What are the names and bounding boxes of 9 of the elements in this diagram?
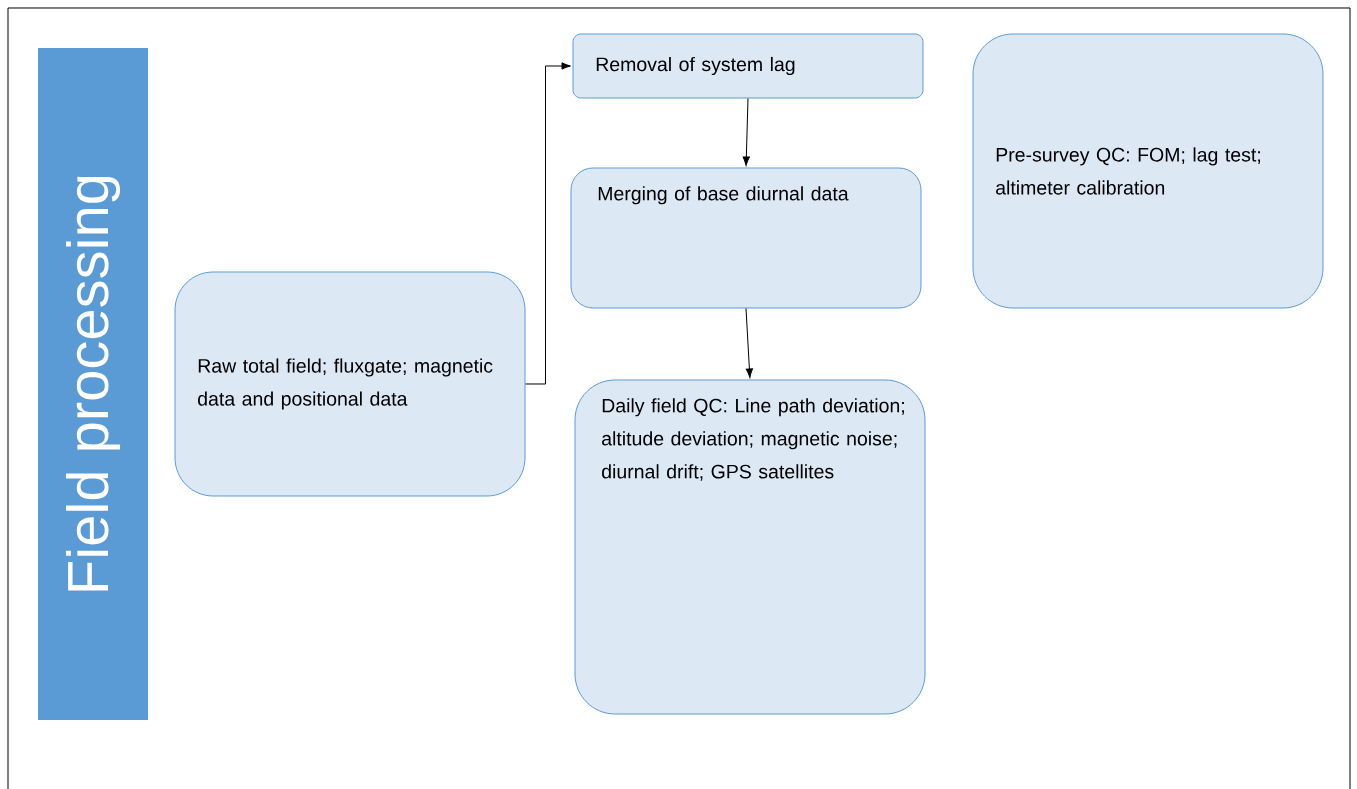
process-box: Merging of base diurnal data [570,167,922,309]
process-box: Raw total field; fluxgate; magnetic data and positional data [174,271,526,497]
arrow [742,98,750,166]
title-band: Field processing [38,48,148,720]
process-box: Removal of system lag [572,33,924,99]
process-box: Pre-survey QC: FOM; lag test; altimeter calibration [972,33,1324,309]
arrow [525,62,571,385]
process-box: Daily field QC: Line path deviation; altitude deviation; magnetic noise; diurnal drift; GPS satellites [574,379,926,715]
arrow [745,308,754,378]
